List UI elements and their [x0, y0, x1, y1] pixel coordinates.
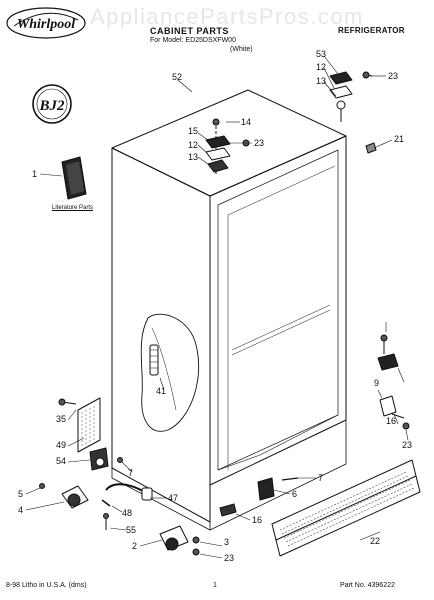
callout-2: 2 — [132, 541, 137, 551]
callout-41: 41 — [156, 386, 166, 396]
callout-21: 21 — [394, 134, 404, 144]
watermark: AppliancePartsPros.com — [90, 4, 364, 29]
callout-12b: 12 — [316, 62, 326, 72]
callout-47: 49 — [56, 440, 66, 450]
callout-5: 5 — [18, 489, 23, 499]
callout-23b: 23 — [388, 71, 398, 81]
bj2-badge: BJ2 — [32, 84, 72, 124]
callout-13b: 13 — [316, 76, 326, 86]
footer-part-number: Part No. 4396222 — [340, 582, 395, 589]
center-hinge-assembly — [205, 118, 250, 176]
callout-labels: 52 14 23 15 12 13 53 12 13 23 21 1 41 35… — [18, 49, 412, 563]
part-21-plug — [365, 142, 377, 154]
drain-tube — [101, 483, 153, 507]
callout-15: 15 — [188, 126, 198, 136]
callout-14: 14 — [241, 117, 251, 127]
callout-52: 54 — [56, 456, 66, 466]
callout-49: 53 — [316, 49, 326, 59]
brand-name: Whirlpool — [17, 17, 75, 32]
callout-23a: 23 — [254, 138, 264, 148]
rear-roller-assembly — [103, 513, 200, 556]
left-roller-bracket — [89, 447, 123, 471]
literature-booklet — [61, 156, 87, 200]
callout-12a: 12 — [188, 140, 198, 150]
part-16-clip — [219, 503, 237, 517]
callout-13a: 13 — [188, 152, 198, 162]
footer-print-info: 8-98 Litho in U.S.A. (dms) — [6, 582, 87, 589]
callout-16b: 16 — [386, 416, 396, 426]
color-line: (White) — [230, 46, 253, 53]
callout-42: 47 — [168, 493, 178, 503]
insulation-cutaway — [140, 313, 200, 432]
right-lower-clips — [379, 395, 410, 430]
callout-3: 3 — [224, 537, 229, 547]
cabinet-front — [111, 147, 211, 523]
callout-4: 4 — [18, 505, 23, 515]
model-line: For Model: ED25DSXFW00 — [150, 37, 236, 44]
callout-35: 35 — [56, 414, 66, 424]
center-bracket — [257, 477, 299, 501]
upper-hinge-assembly — [329, 71, 373, 122]
callout-48: 52 — [172, 72, 182, 82]
category-label: REFRIGERATOR — [338, 26, 405, 35]
callout-53: 55 — [126, 525, 136, 535]
callout-43: 48 — [122, 508, 132, 518]
literature-parts-label: Literature Parts — [52, 205, 94, 211]
footer-page-number: 1 — [213, 582, 217, 589]
right-upper-bracket — [377, 334, 399, 371]
leader-lines — [25, 55, 409, 559]
callout-16a: 16 — [252, 515, 262, 525]
toe-grille — [271, 459, 421, 557]
cabinet-opening — [217, 149, 339, 471]
callout-7a: 7 — [128, 468, 133, 478]
callout-7b: 7 — [318, 473, 323, 483]
callout-23d: 23 — [402, 440, 412, 450]
page-title: CABINET PARTS — [150, 26, 229, 36]
callout-9: 9 — [374, 378, 379, 388]
callout-22: 22 — [370, 536, 380, 546]
part-41-coil — [149, 344, 159, 376]
callout-6: 6 — [292, 489, 297, 499]
whirlpool-logo: Whirlpool — [6, 7, 86, 39]
callout-1: 1 — [32, 169, 37, 179]
badge-text: BJ2 — [38, 98, 65, 114]
callout-23c: 23 — [224, 553, 234, 563]
cabinet-side — [209, 135, 347, 486]
front-roller — [39, 483, 89, 509]
